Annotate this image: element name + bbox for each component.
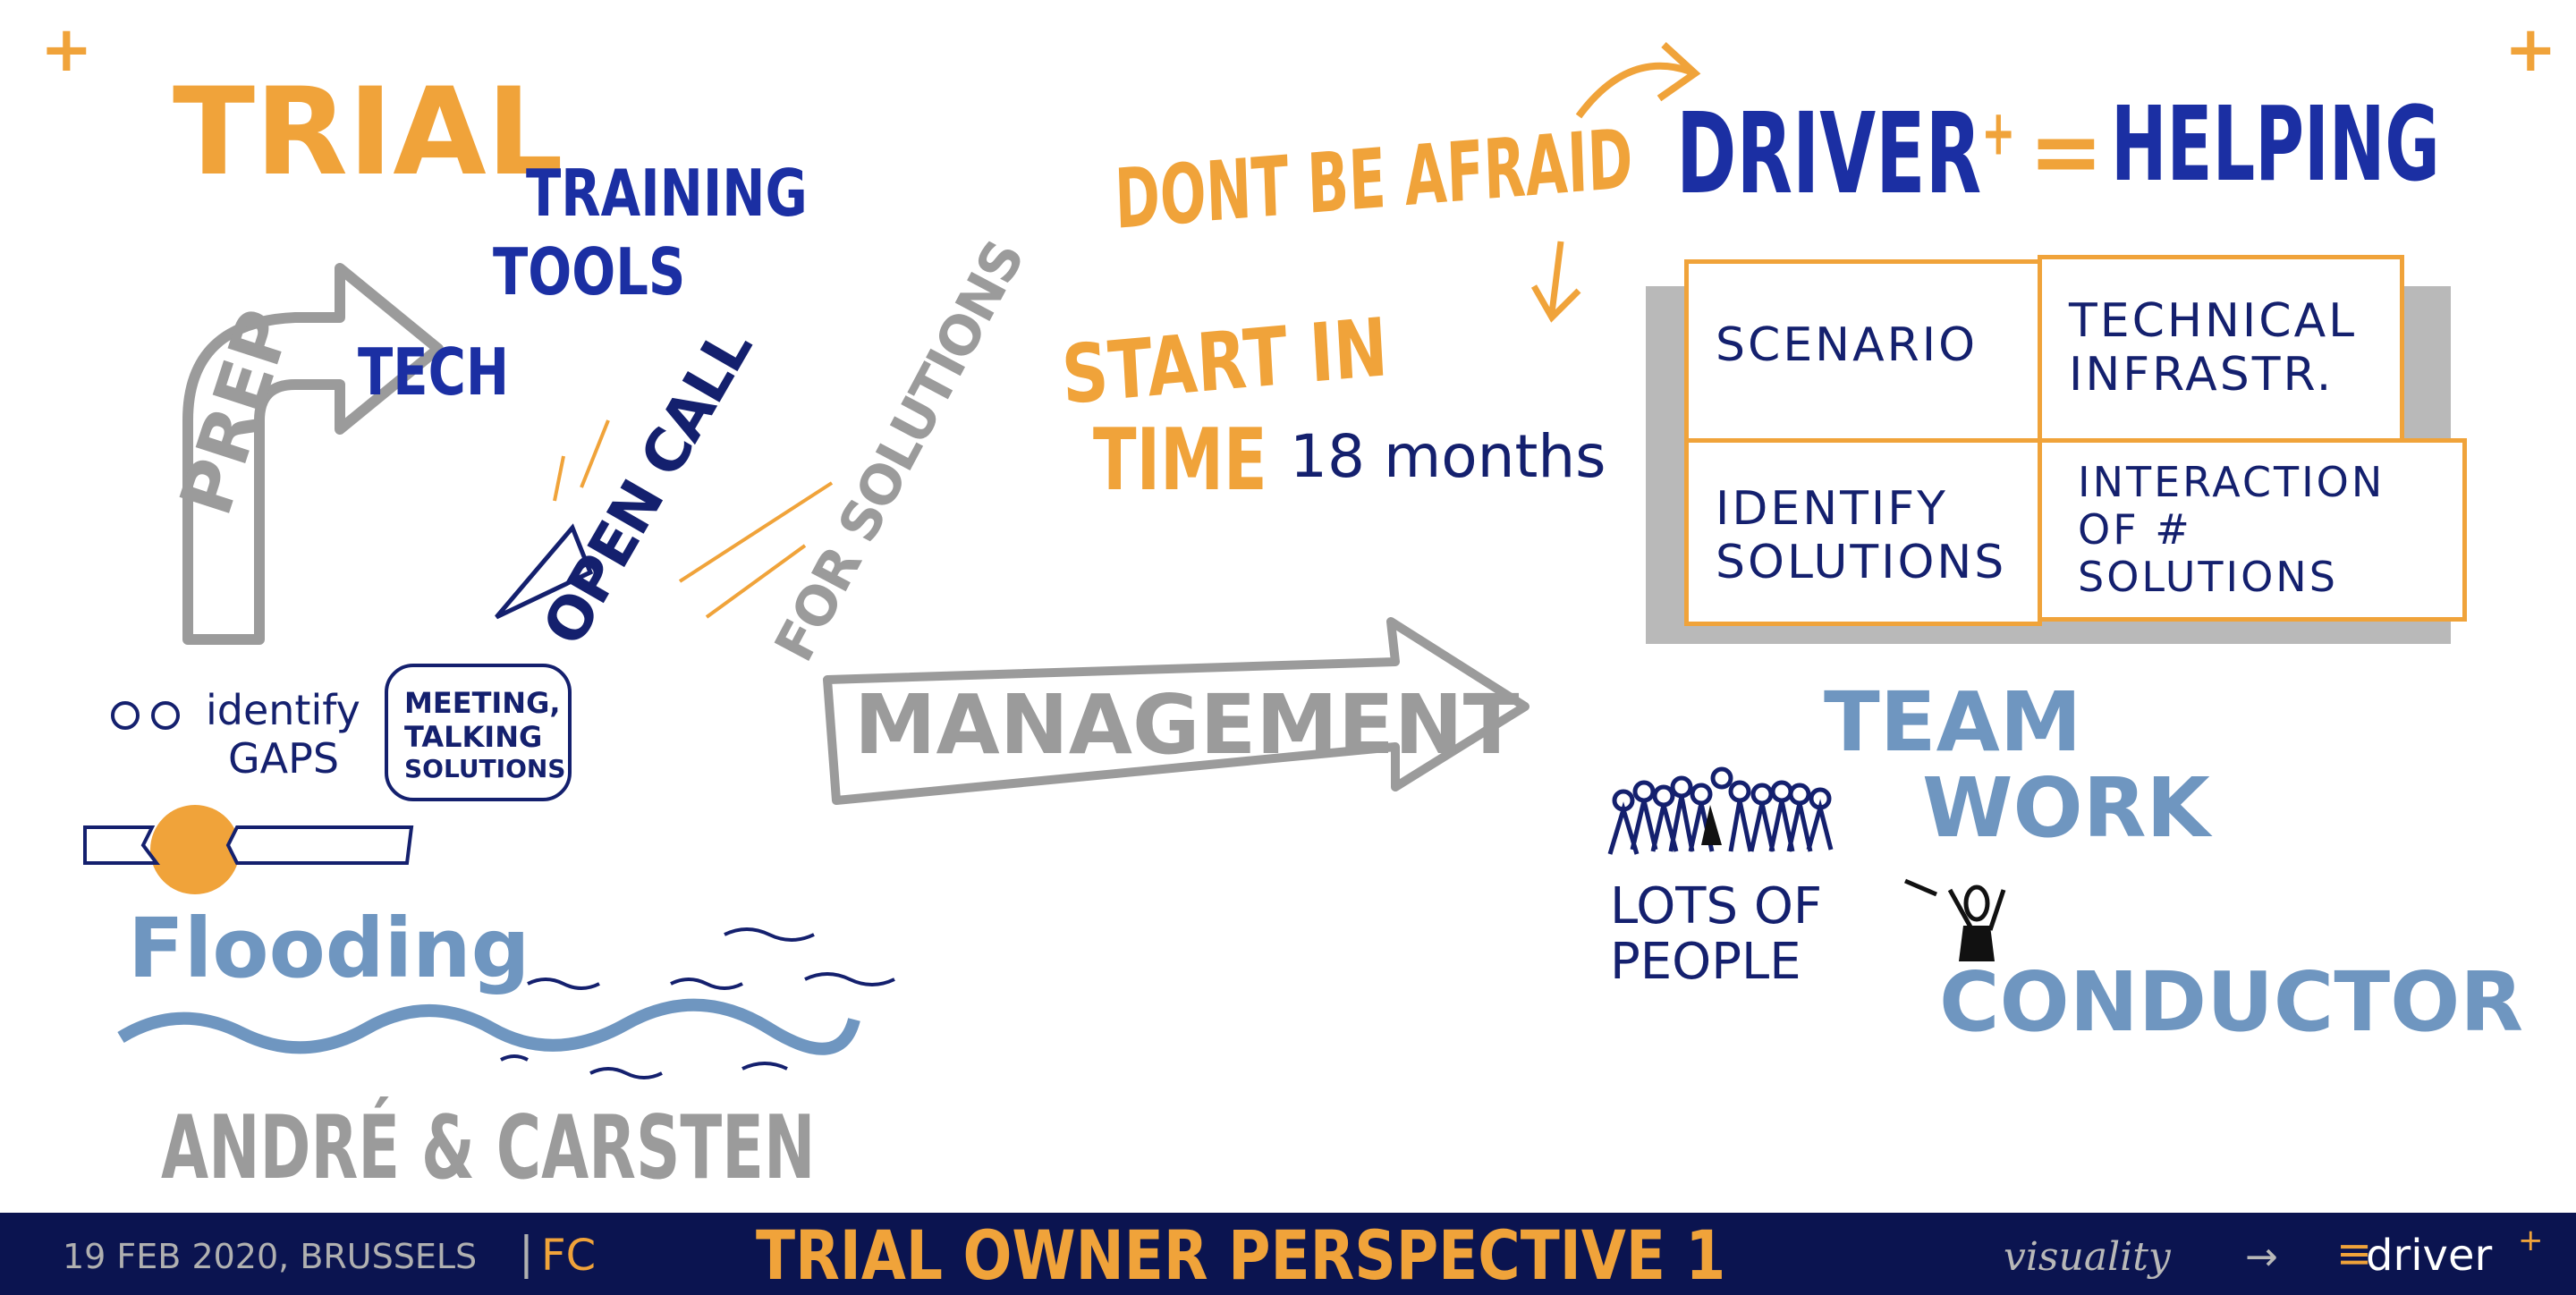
down-arrow-icon [1530,241,1581,323]
footer-date-place: 19 FEB 2020, BRUSSELS [63,1237,478,1276]
plus-icon: + [40,13,93,86]
curved-arrow-icon [1575,62,1692,119]
puzzle-piece-technical: TECHNICAL INFRASTR. [2038,255,2404,443]
conductor-figure-icon [1904,878,2006,932]
gaps-label: GAPS [228,734,340,783]
title-trial: TRIAL [173,62,564,202]
speech-bubble [385,664,572,801]
visuality-logo: visuality [2004,1234,2171,1280]
equals-sign: = [2029,99,2104,204]
prep-item-tech: TECH [358,334,510,410]
lots-of-people-label: LOTS OF PEOPLE [1610,877,1823,991]
driver-logo-icon: ≡ [2336,1229,2373,1279]
driver-word: DRIVER+ [1676,98,2015,210]
small-waves [500,927,895,1079]
prep-arrow [182,263,444,645]
bridge [83,825,414,865]
eyes-icon [111,701,180,730]
footer-bar: 19 FEB 2020, BRUSSELS | FC TRIAL OWNER P… [0,1213,2576,1295]
prep-item-tools: TOOLS [493,234,686,309]
rays [553,419,834,619]
prep-item-training: TRAINING [526,156,808,231]
plus-icon: + [2504,13,2557,86]
footer-initials: FC [541,1231,597,1281]
identify-label: identify [206,686,360,734]
puzzle-piece-scenario: SCENARIO [1684,259,2042,443]
megaphone-icon [495,523,594,620]
management-arrow [823,617,1530,805]
management-label: MANAGEMENT [854,677,1520,773]
flood-wave [117,998,860,1055]
conductor-label: CONDUCTOR [1939,954,2524,1050]
bubble-line-1: MEETING, [404,686,561,720]
footer-divider: | [519,1227,534,1279]
puzzle-piece-identify: IDENTIFY SOLUTIONS [1684,438,2042,626]
footer-title: TRIAL OWNER PERSPECTIVE 1 [756,1215,1726,1295]
driver-plus: + [1981,96,2016,170]
work-label: WORK [1922,760,2210,856]
authors-label: ANDRÉ & CARSTEN [161,1097,816,1199]
bubble-line-3: SOLUTIONS [404,754,566,783]
dark-figure [1701,805,1722,845]
duration-label: 18 months [1290,422,1606,491]
team-label: TEAM [1824,674,2082,770]
driver-logo-plus: + [2518,1223,2544,1258]
time-label: TIME [1093,411,1267,510]
people-crowd-icon [1607,766,1834,855]
arrow-icon: → [2245,1234,2278,1280]
bubble-line-2: TALKING [404,720,543,754]
flooding-label: Flooding [128,901,530,996]
driver-text: DRIVER [1676,89,1982,219]
helping-label: HELPING [2111,85,2440,205]
driver-logo: driver [2366,1231,2493,1281]
puzzle-piece-interaction: INTERACTION OF # SOLUTIONS [2038,438,2467,622]
gap-sun [150,805,240,894]
